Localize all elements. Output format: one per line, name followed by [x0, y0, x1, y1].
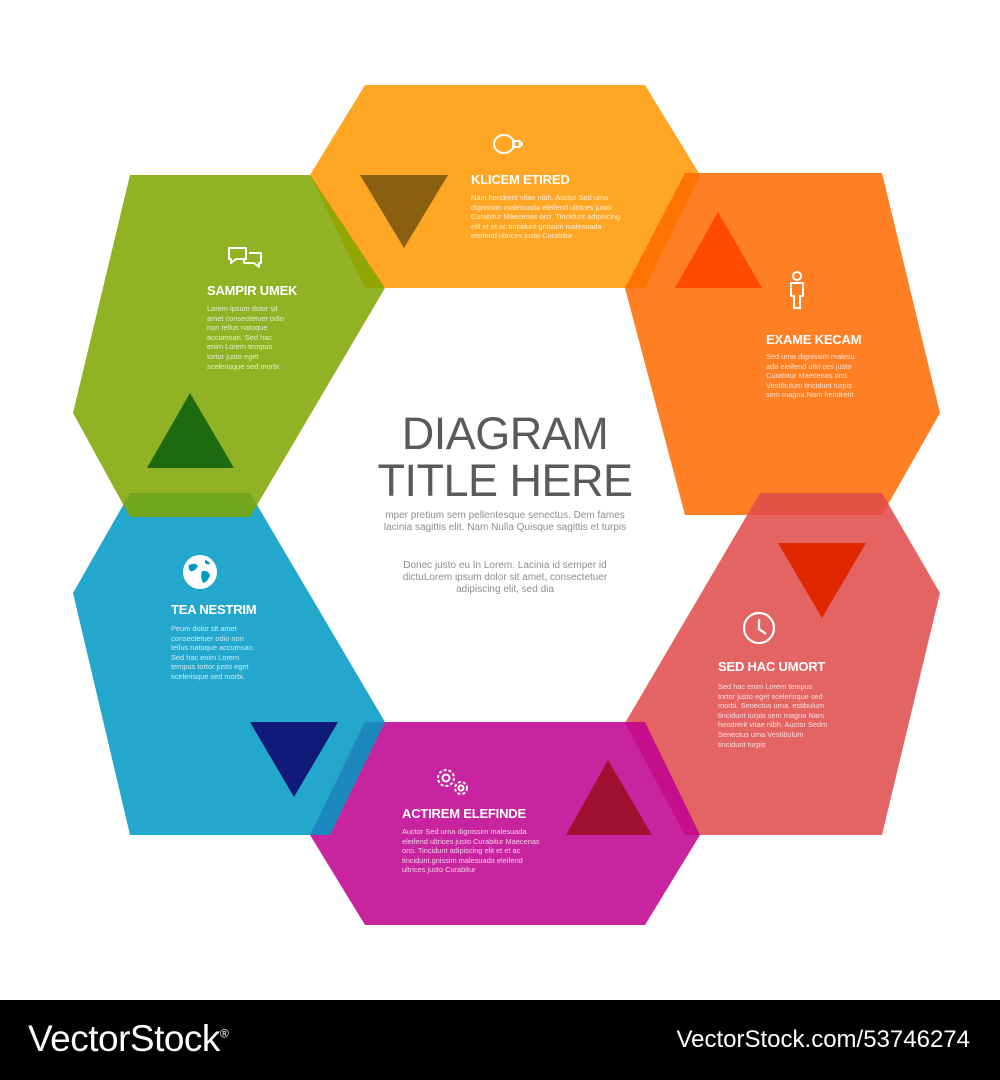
segment-title-actirem: ACTIREM ELEFINDE: [402, 806, 526, 821]
globe-icon: [183, 555, 217, 589]
segment-text-sampir: Lorem ipsum dolor sit amet consectetuer …: [207, 304, 284, 371]
segment-text-exame: Sed urna dignissim malesu ada eleifend u…: [766, 352, 855, 400]
footer-brand-name: VectorStock: [28, 1018, 220, 1059]
segment-text-tea: Peum dolor sit amet consectetuer odio no…: [171, 624, 255, 681]
speech-bubbles-icon: [228, 247, 262, 268]
segment-title-tea: TEA NESTRIM: [171, 602, 257, 617]
segment-title-sampir: SAMPIR UMEK: [207, 283, 298, 298]
watermark-footer: VectorStock® VectorStock.com/53746274: [0, 1000, 1000, 1080]
arrow-down-bottom-left: [250, 722, 338, 797]
segment-text-actirem: Auctor Sed urna dignissim malesuada elei…: [402, 827, 540, 875]
segment-text-klicem: Nam hendrerit vitae nibh. Auctor Sed uma…: [471, 193, 621, 241]
segment-title-exame: EXAME KECAM: [766, 332, 862, 347]
arrow-down-bottom-right: [778, 543, 866, 618]
center-paragraph-1: mper pretium sem pellentesque senectus. …: [383, 510, 627, 533]
segment-title-sed-hac: SED HAC UMORT: [718, 659, 826, 674]
arrow-up-bottom: [566, 760, 652, 835]
diagram-title-line1: DIAGRAM: [401, 408, 609, 459]
hexagon-bottom-right: [625, 493, 940, 835]
lightbulb-icon: [493, 134, 523, 154]
person-icon: [790, 271, 804, 309]
hexagon-cycle-diagram: [73, 85, 940, 925]
segment-title-klicem: KLICEM ETIRED: [471, 172, 570, 187]
registered-mark: ®: [219, 1026, 229, 1041]
clock-icon: [742, 611, 776, 645]
arrow-up-top-right: [675, 212, 762, 288]
segment-text-sed-hac: Sed hac enim Lorem tempus tortor justo e…: [718, 682, 828, 749]
diagram-title-line2: TITLE HERE: [377, 455, 633, 506]
arrow-down-top: [360, 175, 448, 248]
footer-brand: VectorStock®: [28, 1018, 229, 1060]
center-paragraph-2: Donec justo eu In Lorem. Lacinia id semp…: [402, 560, 608, 595]
gears-icon: [437, 769, 468, 795]
footer-url: VectorStock.com/53746274: [676, 1026, 970, 1053]
arrow-up-top-left: [147, 393, 234, 468]
hexagon-top-left: [73, 175, 385, 517]
